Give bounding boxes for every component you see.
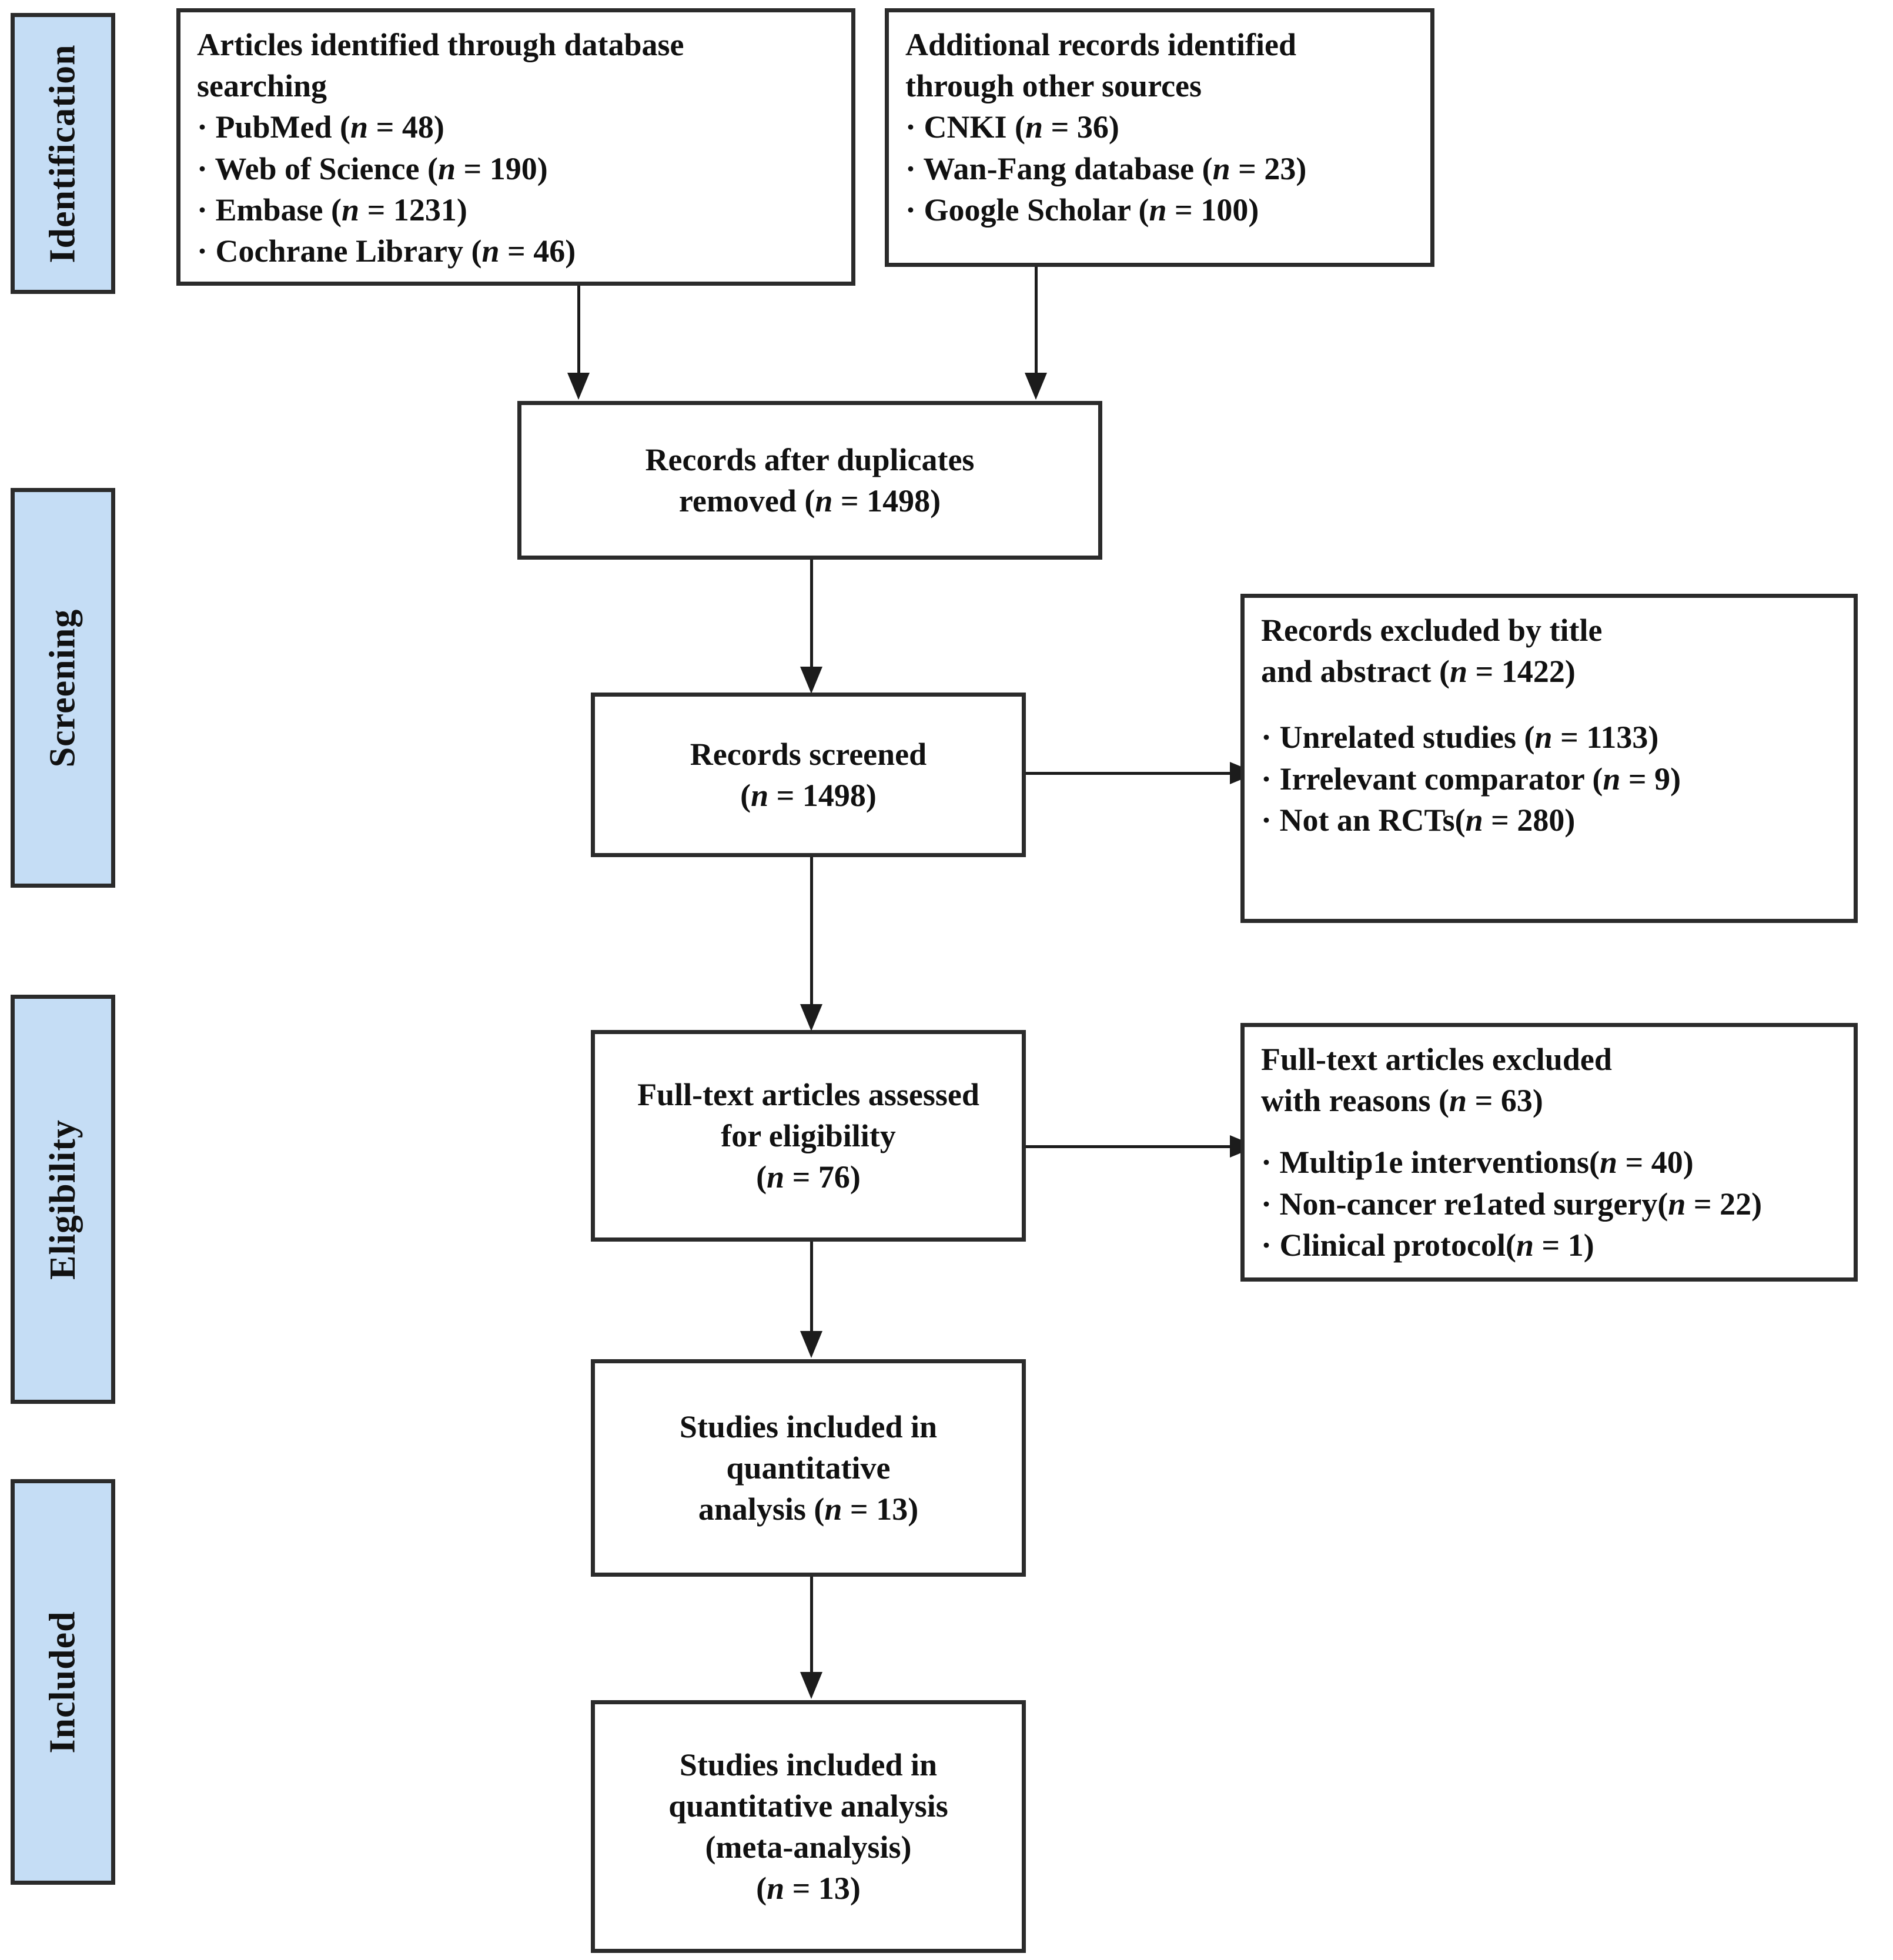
- stage-screening-label: Screening: [42, 608, 83, 767]
- stage-screening: Screening: [11, 488, 115, 888]
- records-excluded-heading-line2: and abstract (n = 1422): [1261, 654, 1576, 690]
- fulltext-excluded-heading-line2: with reasons (n = 63): [1261, 1083, 1543, 1119]
- other-sources-item-wanfang: · Wan-Fang database (n = 23): [905, 150, 1307, 186]
- quantitative-analysis-line3: analysis (n = 13): [698, 1491, 919, 1527]
- other-sources-heading-line2: through other sources: [905, 68, 1202, 104]
- node-fulltext-assessed: Full-text articles assessed for eligibil…: [591, 1030, 1026, 1242]
- node-records-excluded: Records excluded by title and abstract (…: [1240, 594, 1858, 923]
- meta-analysis-line1: Studies included in: [679, 1747, 938, 1782]
- node-quantitative-analysis: Studies included in quantitative analysi…: [591, 1359, 1026, 1577]
- stage-identification: Identification: [11, 13, 115, 294]
- fulltext-excluded-heading-line1: Full-text articles excluded: [1261, 1042, 1612, 1077]
- records-excluded-item-not-rct: · Not an RCTs(n = 280): [1261, 802, 1576, 838]
- connector-screened-to-fulltext: [810, 857, 813, 1009]
- quantitative-analysis-line2: quantitative: [726, 1450, 891, 1486]
- node-database-search: Articles identified through database sea…: [176, 8, 855, 286]
- meta-analysis-line2: quantitative analysis: [668, 1788, 948, 1824]
- database-search-heading-line1: Articles identified through database: [197, 27, 684, 62]
- connector-fulltext-to-excluded: [1026, 1145, 1235, 1148]
- connector-duplicates-to-screened: [810, 560, 813, 671]
- meta-analysis-line3: (meta-analysis): [705, 1829, 912, 1865]
- records-screened-line1: Records screened: [690, 736, 927, 772]
- arrow-duplicates-to-screened: [800, 667, 822, 694]
- fulltext-excluded-item-non-cancer-surgery: · Non-cancer re1ated surgery(n = 22): [1261, 1186, 1762, 1222]
- node-fulltext-excluded: Full-text articles excluded with reasons…: [1240, 1023, 1858, 1282]
- records-excluded-item-irrelevant-comparator: · Irrelevant comparator (n = 9): [1261, 761, 1681, 797]
- fulltext-assessed-line1: Full-text articles assessed: [637, 1076, 979, 1112]
- database-search-item-embase: · Embase (n = 1231): [197, 192, 467, 228]
- connector-screened-to-excluded: [1026, 772, 1235, 775]
- database-search-item-web-of-science: · Web of Science (n = 190): [197, 150, 548, 186]
- database-search-item-cochrane: · Cochrane Library (n = 46): [197, 233, 576, 269]
- quantitative-analysis-line1: Studies included in: [679, 1409, 938, 1444]
- stage-identification-label: Identification: [42, 44, 83, 263]
- records-excluded-heading-line1: Records excluded by title: [1261, 613, 1603, 648]
- stage-eligibility-label: Eligibility: [42, 1119, 83, 1280]
- fulltext-excluded-item-clinical-protocol: · Clinical protocol(n = 1): [1261, 1227, 1594, 1263]
- node-records-screened: Records screened (n = 1498): [591, 693, 1026, 857]
- connector-other-sources-to-duplicates: [1035, 267, 1038, 377]
- fulltext-assessed-line3: (n = 76): [756, 1159, 861, 1195]
- other-sources-item-cnki: · CNKI (n = 36): [905, 109, 1119, 145]
- arrow-screened-to-fulltext: [800, 1004, 822, 1031]
- arrow-fulltext-to-quantitative: [800, 1331, 822, 1358]
- database-search-heading-line2: searching: [197, 68, 327, 104]
- other-sources-heading-line1: Additional records identified: [905, 27, 1297, 62]
- arrow-database-search-to-duplicates: [567, 373, 590, 400]
- fulltext-assessed-line2: for eligibility: [721, 1118, 896, 1153]
- meta-analysis-line4: (n = 13): [756, 1871, 861, 1907]
- duplicates-removed-line1: Records after duplicates: [645, 441, 975, 477]
- connector-fulltext-to-quantitative: [810, 1242, 813, 1336]
- arrow-quantitative-to-meta: [800, 1672, 822, 1699]
- records-excluded-item-unrelated: · Unrelated studies (n = 1133): [1261, 720, 1659, 755]
- connector-database-search-to-duplicates: [577, 286, 580, 377]
- node-meta-analysis: Studies included in quantitative analysi…: [591, 1700, 1026, 1953]
- stage-included-label: Included: [42, 1610, 83, 1754]
- arrow-other-sources-to-duplicates: [1025, 373, 1047, 400]
- node-other-sources: Additional records identified through ot…: [885, 8, 1434, 267]
- duplicates-removed-line2: removed (n = 1498): [678, 483, 941, 519]
- records-screened-line2: (n = 1498): [740, 778, 877, 813]
- stage-eligibility: Eligibility: [11, 995, 115, 1404]
- database-search-item-pubmed: · PubMed (n = 48): [197, 109, 444, 145]
- stage-included: Included: [11, 1479, 115, 1885]
- fulltext-excluded-item-multiple-interventions: · Multip1e interventions(n = 40): [1261, 1145, 1694, 1180]
- other-sources-item-google-scholar: · Google Scholar (n = 100): [905, 192, 1259, 228]
- node-duplicates-removed: Records after duplicates removed (n = 14…: [517, 401, 1102, 560]
- connector-quantitative-to-meta: [810, 1577, 813, 1677]
